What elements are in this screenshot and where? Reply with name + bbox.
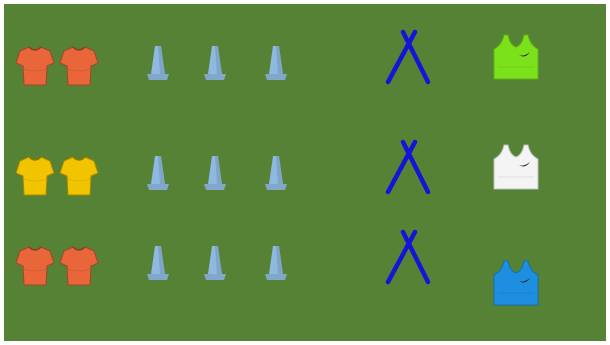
drill-diagram (0, 0, 610, 345)
training-pitch (0, 0, 610, 345)
